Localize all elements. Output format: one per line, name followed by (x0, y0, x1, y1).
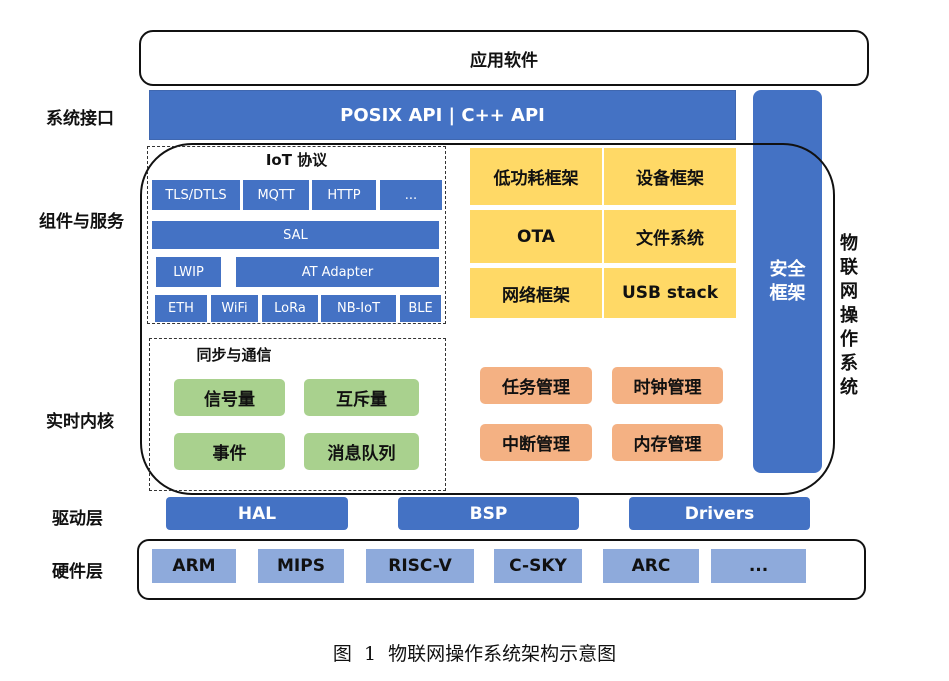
hw-riscv: RISC-V (366, 549, 474, 583)
protocol-tls: TLS/DTLS (152, 180, 240, 210)
framework-ota: OTA (470, 210, 602, 263)
link-wifi: WiFi (211, 295, 258, 322)
hw-arc: ARC (603, 549, 699, 583)
framework-low-power: 低功耗框架 (470, 148, 602, 205)
kernel-interrupt-mgmt: 中断管理 (480, 424, 592, 461)
lwip-box: LWIP (156, 257, 221, 287)
sync-comm-title: 同步与通信 (196, 345, 272, 364)
framework-file-system: 文件系统 (604, 210, 736, 263)
app-layer-box: 应用软件 (139, 30, 869, 86)
link-nbiot: NB-IoT (321, 295, 396, 322)
hardware-box (137, 539, 866, 600)
hw-more: ... (711, 549, 806, 583)
row-label-driver-layer: 驱动层 (52, 509, 103, 529)
protocol-mqtt: MQTT (243, 180, 309, 210)
hw-csky: C-SKY (494, 549, 582, 583)
kernel-memory-mgmt: 内存管理 (612, 424, 723, 461)
row-label-system-interface: 系统接口 (46, 109, 114, 129)
row-label-components-services: 组件与服务 (39, 212, 124, 232)
sync-mutex: 互斥量 (304, 379, 419, 416)
at-adapter-box: AT Adapter (236, 257, 439, 287)
protocol-more: ... (380, 180, 442, 210)
driver-bsp: BSP (398, 497, 579, 530)
driver-drivers: Drivers (629, 497, 810, 530)
os-label: 物联网操作系统 (840, 233, 858, 398)
hw-arm: ARM (152, 549, 236, 583)
api-bar: POSIX API | C++ API (149, 90, 736, 140)
security-framework-label: 安全框架 (769, 258, 806, 304)
sync-message-queue: 消息队列 (304, 433, 419, 470)
row-label-hardware-layer: 硬件层 (52, 562, 103, 582)
iot-protocol-title: IoT 协议 (265, 150, 328, 169)
kernel-task-mgmt: 任务管理 (480, 367, 592, 404)
protocol-http: HTTP (312, 180, 376, 210)
link-eth: ETH (155, 295, 207, 322)
iot-protocol-box (147, 146, 446, 324)
os-boundary (140, 143, 835, 495)
hw-mips: MIPS (258, 549, 344, 583)
framework-device: 设备框架 (604, 148, 736, 205)
link-lora: LoRa (262, 295, 318, 322)
api-bar-label: POSIX API | C++ API (340, 104, 545, 126)
app-layer-label: 应用软件 (470, 50, 538, 71)
figure-caption: 图 1 物联网操作系统架构示意图 (332, 642, 617, 665)
row-label-realtime-kernel: 实时内核 (46, 412, 114, 432)
sync-comm-box (149, 338, 446, 491)
framework-network: 网络框架 (470, 268, 602, 318)
sal-bar: SAL (152, 221, 439, 249)
driver-hal: HAL (166, 497, 348, 530)
sync-event: 事件 (174, 433, 285, 470)
framework-usb-stack: USB stack (604, 268, 736, 318)
sync-semaphore: 信号量 (174, 379, 285, 416)
link-ble: BLE (400, 295, 441, 322)
kernel-clock-mgmt: 时钟管理 (612, 367, 723, 404)
